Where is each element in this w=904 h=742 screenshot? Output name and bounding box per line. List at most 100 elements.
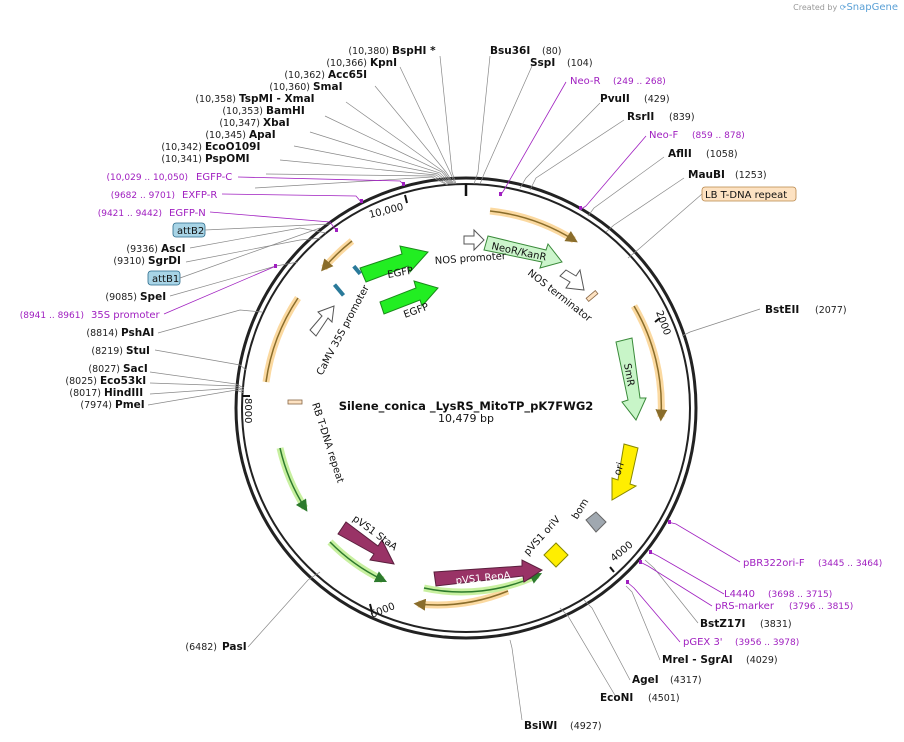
egfp-label: EGFP (387, 266, 414, 281)
enzyme-position: (10,362) (284, 70, 325, 81)
primer-labels: (10,029 .. 10,050) EGFP-C (9682 .. 9701)… (20, 76, 883, 648)
enzyme-name: HindIII (104, 387, 143, 399)
enzyme-position: (10,358) (195, 94, 236, 105)
nos-promoter-label: NOS promoter (434, 251, 507, 267)
rb-repeat-box (287, 399, 303, 405)
nos-terminator-arrow (559, 268, 585, 291)
enzyme-name: XbaI (263, 117, 290, 129)
primer-position: (3698 .. 3715) (768, 590, 832, 600)
enzyme-name: MauBI (688, 169, 725, 181)
plasmid-size: 10,479 bp (438, 412, 494, 425)
enzyme-labels-left: (10,380) BspHI * (10,366) KpnI (10,362) … (65, 45, 436, 653)
enzyme-name: PvuII (600, 93, 630, 105)
primer-name: pRS-marker (715, 601, 775, 612)
primer-name: L4440 (724, 589, 755, 600)
enzyme-position: (8017) (69, 388, 101, 399)
enzyme-name: MreI - SgrAI (662, 654, 733, 666)
attb2-box (352, 264, 362, 276)
primer-position: (9682 .. 9701) (111, 191, 175, 201)
enzyme-name: PasI (222, 641, 247, 653)
camv-label: CaMV 35S promoter (315, 283, 372, 378)
egfp-arrow (359, 245, 429, 283)
enzyme-position: (2077) (815, 305, 847, 316)
enzyme-position: (9310) (113, 256, 145, 267)
ruler-tick-label: 6000 (369, 601, 397, 621)
pvs1-oriv-box (543, 542, 569, 568)
enzyme-name: BstEII (765, 304, 799, 316)
enzyme-name: BamHI (266, 105, 305, 117)
enzyme-position: (10,347) (219, 118, 260, 129)
enzyme-position: (8219) (91, 346, 123, 357)
lb-tag (701, 186, 797, 202)
primer-position: (3796 .. 3815) (789, 602, 853, 612)
primer-name: EXFP-R (182, 190, 217, 201)
enzyme-name: SmaI (313, 81, 343, 93)
enzyme-name: PmeI (115, 399, 145, 411)
attb1-box (332, 283, 346, 297)
primer-name: EGFP-N (169, 208, 206, 219)
enzyme-name: SacI (123, 363, 148, 375)
enzyme-position: (9336) (126, 244, 158, 255)
enzyme-name: KpnI (370, 57, 397, 69)
enzyme-name: PspOMI (205, 153, 250, 165)
enzyme-name: RsrII (627, 111, 654, 123)
primer-position: (249 .. 268) (613, 77, 666, 87)
primer-position: (3445 .. 3464) (818, 559, 882, 569)
snapgene-logo-icon: ⟳ (839, 3, 847, 12)
enzyme-name: AflII (668, 148, 692, 160)
enzyme-position: (8027) (88, 364, 120, 375)
ruler-tick-label: 8000 (242, 398, 253, 423)
primer-name: Neo-F (649, 130, 679, 141)
primer-position: (8941 .. 8961) (20, 311, 84, 321)
enzyme-name: TspMI - XmaI (239, 93, 315, 105)
plasmid-name: Silene_conica _LysRS_MitoTP_pK7FWG2 (339, 399, 594, 414)
enzyme-labels-right: Bsu36I (80) SspI (104) PvuII (429) RsrII… (490, 45, 847, 732)
enzyme-position: (6482) (185, 642, 217, 653)
enzyme-position: (10,360) (269, 82, 310, 93)
enzyme-position: (1058) (706, 149, 738, 160)
primer-name: 35S promoter (91, 310, 161, 321)
boxed-labels: attB2 attB1 LB T-DNA repeat (147, 186, 797, 286)
credit-text: Created by (793, 3, 838, 12)
enzyme-position: (8814) (86, 328, 118, 339)
ori-arrow (611, 443, 639, 501)
enzyme-position: (80) (542, 46, 562, 57)
enzyme-name: EcoO109I (205, 141, 260, 153)
primer-name: pGEX 3' (683, 637, 723, 648)
enzyme-position: (429) (644, 94, 670, 105)
neor-arrow (483, 235, 563, 269)
camv-arrow (309, 305, 335, 337)
enzyme-name: BsiWI (524, 720, 557, 732)
enzyme-name: Acc65I (328, 69, 367, 81)
nos-promoter-arrow (463, 228, 485, 252)
enzyme-position: (839) (669, 112, 695, 123)
enzyme-position: (10,345) (205, 130, 246, 141)
enzyme-position: (10,353) (222, 106, 263, 117)
enzyme-name: PshAI (121, 327, 154, 339)
enzyme-name: AgeI (632, 674, 659, 686)
enzyme-name: ApaI (249, 129, 276, 141)
primer-marks (274, 182, 671, 584)
brand-name: SnapGene (846, 2, 898, 13)
enzyme-position: (10,380) (348, 46, 389, 57)
primer-position: (10,029 .. 10,050) (107, 173, 188, 183)
enzyme-position: (104) (567, 58, 593, 69)
ori-label: ori (612, 461, 626, 477)
rb-label: RB T-DNA repeat (309, 402, 345, 485)
enzyme-position: (8025) (65, 376, 97, 387)
lb-text: LB T-DNA repeat (705, 190, 787, 201)
enzyme-name: EcoNI (600, 692, 633, 704)
enzyme-position: (4029) (746, 655, 778, 666)
primer-name: EGFP-C (196, 172, 232, 183)
enzyme-position: (7974) (80, 400, 112, 411)
enzyme-position: (9085) (105, 292, 137, 303)
snapgene-credit: Created by ⟳SnapGene (793, 2, 898, 13)
enzyme-name: StuI (126, 345, 150, 357)
enzyme-position: (4927) (570, 721, 602, 732)
pvs1-staa-arrow (337, 521, 395, 565)
enzyme-name: SgrDI (148, 255, 181, 267)
egfp-arrow (379, 280, 439, 315)
enzyme-name: Bsu36I (490, 45, 530, 57)
enzyme-name: BspHI * (392, 45, 436, 57)
